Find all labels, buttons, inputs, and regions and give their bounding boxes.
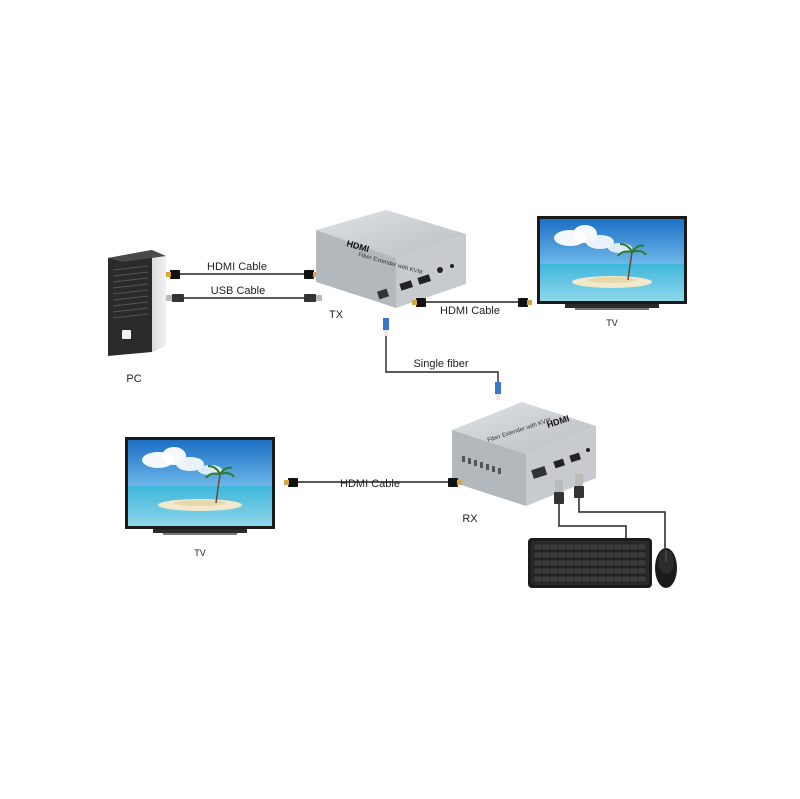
pc-hdmi-cable-label: HDMI Cable: [207, 261, 267, 273]
rx-tv-hdmi-cable: [284, 478, 462, 487]
usb-port-icon: [569, 452, 581, 463]
keyboard-icon: [528, 538, 652, 588]
rx-tv-hdmi-cable-label: HDMI Cable: [340, 478, 400, 490]
usb-port-icon: [417, 274, 431, 285]
tx-tv-hdmi-cable-label: HDMI Cable: [440, 305, 500, 317]
pc-tower: [108, 250, 166, 356]
pc-usb-cable-label: USB Cable: [211, 285, 265, 297]
hdmi-port-icon: [399, 280, 413, 291]
rx-label: RX: [462, 513, 478, 525]
pc-hdmi-cable: [166, 270, 318, 279]
fiber-port-icon: [377, 288, 389, 300]
tx-tv-hdmi-cable: [412, 298, 532, 307]
pc-usb-cable: [166, 294, 322, 302]
vga-port-icon: [531, 466, 548, 479]
tx-device: HDMI Fiber Extender with KVM: [316, 210, 466, 308]
tx-label: TX: [329, 309, 344, 321]
rx-device: HDMI Fiber Extender with KVM: [452, 402, 596, 506]
tv-top-right: [537, 216, 687, 310]
tv-top-label: TV: [606, 318, 618, 328]
tv-left: [125, 437, 275, 535]
mouse-icon: [655, 548, 677, 588]
usb-port-icon: [553, 458, 565, 469]
pc-label: PC: [126, 373, 141, 385]
dc-port-icon: [437, 267, 443, 273]
single-fiber-cable: [383, 318, 501, 400]
tv-left-label: TV: [194, 548, 206, 558]
usb-peripheral-cables: [554, 474, 666, 548]
single-fiber-label: Single fiber: [413, 358, 468, 370]
power-button-icon: [122, 330, 131, 339]
